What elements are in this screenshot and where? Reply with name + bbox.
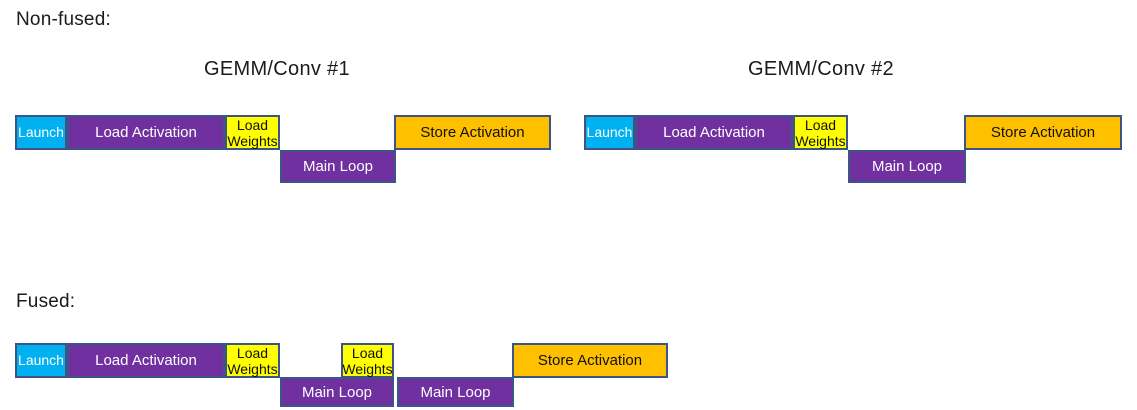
fused-load-activation-block: Load Activation bbox=[67, 343, 225, 378]
nonfused1-main-loop-block: Main Loop bbox=[280, 150, 396, 183]
nonfused1-store-activation-block: Store Activation bbox=[394, 115, 551, 150]
gemm-conv-2-title: GEMM/Conv #2 bbox=[748, 58, 894, 80]
non-fused-section-label: Non-fused: bbox=[16, 9, 111, 30]
fused-load-weights-1-block: Load Weights bbox=[225, 343, 280, 378]
fused-main-loop-1-block: Main Loop bbox=[280, 377, 394, 407]
nonfused2-launch-block: Launch bbox=[584, 115, 635, 150]
nonfused2-main-loop-block: Main Loop bbox=[848, 150, 966, 183]
nonfused2-load-activation-block: Load Activation bbox=[635, 115, 793, 150]
fused-store-activation-block: Store Activation bbox=[512, 343, 668, 378]
nonfused1-load-weights-block: Load Weights bbox=[225, 115, 280, 150]
fused-main-loop-2-block: Main Loop bbox=[397, 377, 514, 407]
gemm-conv-1-title: GEMM/Conv #1 bbox=[204, 58, 350, 80]
nonfused2-store-activation-block: Store Activation bbox=[964, 115, 1122, 150]
nonfused2-load-weights-block: Load Weights bbox=[793, 115, 848, 150]
nonfused1-launch-block: Launch bbox=[15, 115, 67, 150]
fused-launch-block: Launch bbox=[15, 343, 67, 378]
fused-section-label: Fused: bbox=[16, 291, 76, 312]
nonfused1-load-activation-block: Load Activation bbox=[67, 115, 225, 150]
fused-load-weights-2-block: Load Weights bbox=[341, 343, 394, 378]
